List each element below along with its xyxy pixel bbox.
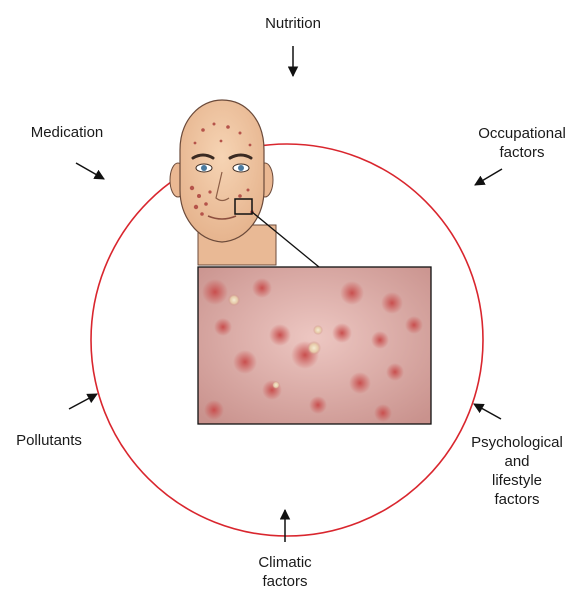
label-medication: Medication — [18, 123, 116, 142]
medication-arrow — [76, 163, 104, 179]
label-occupational: Occupational factors — [466, 124, 578, 162]
occupational-arrow — [475, 169, 502, 185]
label-nutrition: Nutrition — [253, 14, 333, 33]
psychological-arrow — [474, 404, 501, 419]
skin-closeup-photo — [198, 267, 431, 424]
label-psychological: Psychological and lifestyle factors — [455, 433, 579, 509]
face-illustration-icon — [170, 100, 276, 265]
label-pollutants: Pollutants — [4, 431, 94, 450]
pollutants-arrow — [69, 394, 97, 409]
label-climatic: Climatic factors — [240, 553, 330, 591]
